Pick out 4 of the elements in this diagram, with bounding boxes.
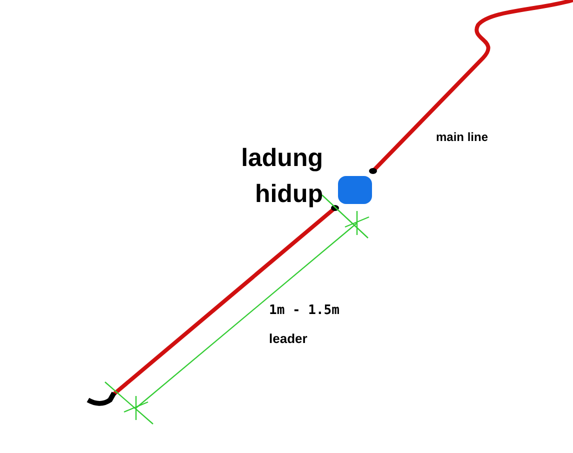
line-label: main line xyxy=(436,129,488,146)
line-label: leader xyxy=(269,330,308,348)
dimension-label: 1m - 1.5m xyxy=(269,302,340,320)
part-label: ladung hidup xyxy=(240,143,323,210)
